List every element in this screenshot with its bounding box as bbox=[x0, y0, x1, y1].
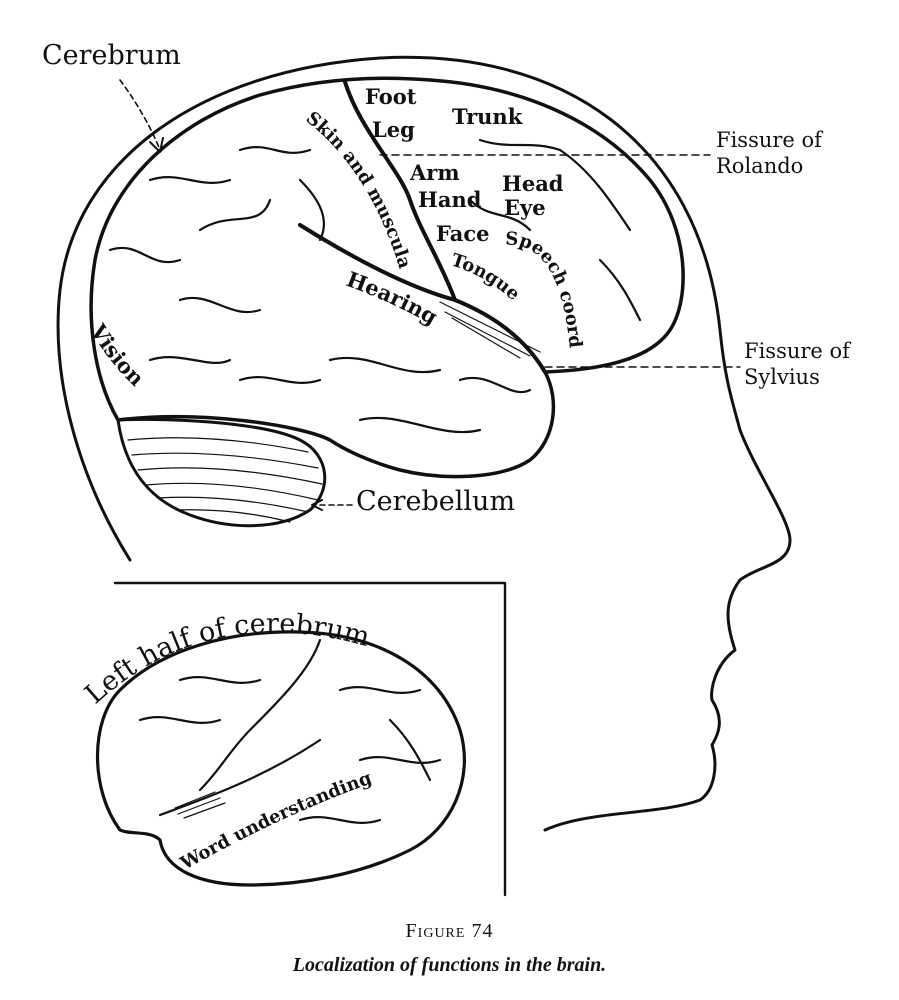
cerebrum-pointer bbox=[119, 79, 161, 151]
label-trunk: Trunk bbox=[452, 104, 523, 129]
label-fissure-rolando-1: Fissure of bbox=[716, 128, 824, 152]
cerebellum-arrowhead bbox=[311, 499, 323, 511]
label-fissure-rolando-2: Rolando bbox=[716, 154, 803, 178]
cerebrum-arrowhead bbox=[149, 137, 164, 153]
brain-gyri bbox=[108, 138, 642, 434]
cerebrum-outline bbox=[89, 76, 685, 479]
label-cerebrum: Cerebrum bbox=[42, 40, 181, 71]
label-face: Face bbox=[436, 221, 490, 246]
figure-number: Figure 74 bbox=[405, 920, 494, 942]
inset-gyri bbox=[138, 638, 442, 824]
inset-brain-outline bbox=[96, 630, 466, 887]
inset-title: Left half of cerebrum bbox=[79, 608, 373, 710]
cerebellum-texture bbox=[127, 437, 323, 523]
label-arm: Arm bbox=[409, 160, 460, 185]
label-cerebellum: Cerebellum bbox=[356, 486, 515, 517]
rolando-fissure-line bbox=[343, 80, 457, 302]
sylvius-fissure-line bbox=[298, 223, 547, 374]
label-fissure-sylvius-2: Sylvius bbox=[744, 365, 820, 389]
cerebellum-shape bbox=[116, 417, 327, 528]
inset-frame bbox=[113, 581, 507, 897]
label-foot: Foot bbox=[365, 84, 417, 109]
insula-texture bbox=[439, 301, 541, 359]
figure-caption: Localization of functions in the brain. bbox=[292, 954, 607, 976]
label-eye: Eye bbox=[504, 195, 546, 220]
head-outline bbox=[56, 55, 792, 832]
label-head: Head bbox=[502, 171, 564, 196]
label-fissure-sylvius-1: Fissure of bbox=[744, 339, 852, 363]
label-leg: Leg bbox=[372, 117, 415, 142]
label-hand: Hand bbox=[418, 187, 482, 212]
label-tongue: Tongue bbox=[449, 250, 524, 305]
inset-insula-texture bbox=[174, 791, 226, 819]
